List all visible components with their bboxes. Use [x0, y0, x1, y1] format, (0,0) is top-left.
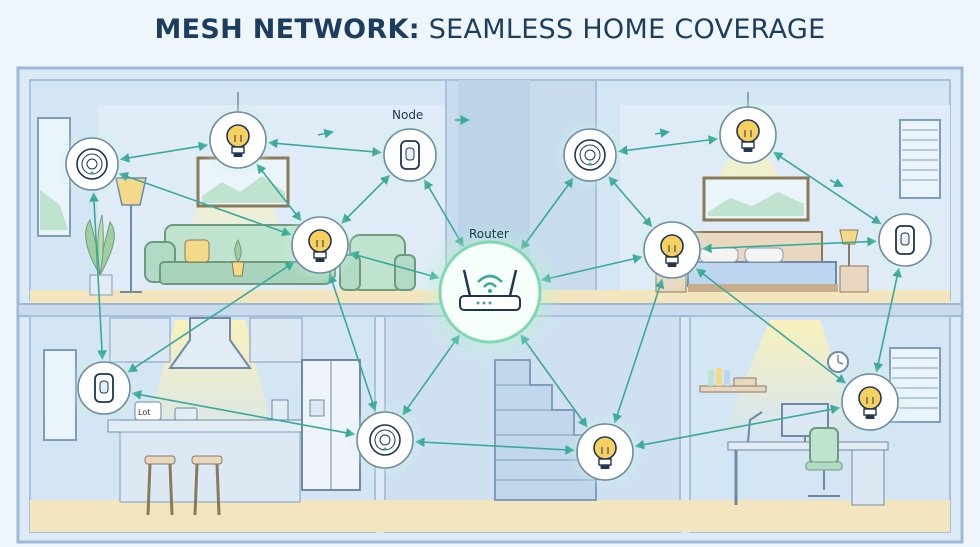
title-bold: MESH NETWORK:: [154, 14, 420, 45]
connection-line: [695, 268, 847, 384]
bulb-icon: [567, 414, 643, 490]
bedroom-window-blinds: [899, 119, 941, 199]
plant: [85, 214, 115, 296]
connection-line: [415, 437, 575, 455]
connection-line: [520, 334, 588, 428]
kitchen-window: [43, 349, 77, 441]
connection-line: [89, 192, 107, 360]
mesh-devices: [56, 97, 941, 490]
bed: [687, 231, 838, 292]
connection-line: [612, 278, 665, 424]
connection-line: [608, 176, 653, 228]
wall-clock: [827, 351, 849, 373]
bulb-icon: [200, 102, 276, 178]
node-icon: [68, 352, 140, 424]
bulb-icon: [710, 97, 786, 173]
connection-line: [118, 172, 292, 237]
connection-line: [119, 141, 209, 163]
smoke-detector-icon: [347, 402, 423, 478]
connection-line: [327, 273, 378, 412]
signal-arrow: [317, 128, 334, 139]
connection-line: [617, 135, 719, 156]
smoke-detector-icon: [554, 119, 626, 191]
connection-line: [341, 174, 391, 224]
smoke-detector-icon: [56, 128, 128, 200]
node-icon: [869, 204, 941, 276]
bulb-icon: [832, 364, 908, 440]
node-label: Node: [392, 108, 423, 122]
signal-arrow: [829, 178, 844, 187]
bar-stools: [144, 455, 223, 516]
connection-line: [131, 390, 356, 438]
ground-floor: [30, 500, 950, 532]
mesh-connections: [89, 115, 902, 455]
page-title: MESH NETWORK: SEAMLESS HOME COVERAGE: [0, 14, 980, 45]
bulb-icon: [282, 207, 358, 283]
connection-line: [702, 236, 877, 254]
signal-arrow: [654, 128, 670, 138]
connection-line: [773, 151, 882, 225]
node-icon: [374, 119, 446, 191]
connection-line: [873, 267, 902, 373]
bulb-icon: [634, 212, 710, 288]
connection-line: [127, 261, 295, 373]
connection-line: [256, 163, 302, 222]
connection-line: [634, 404, 841, 450]
title-rest: SEAMLESS HOME COVERAGE: [419, 14, 826, 45]
kitchen-sign-text: Lot: [138, 408, 150, 417]
bedroom-painting: [702, 176, 810, 222]
router-icon: [418, 220, 562, 364]
router-label: Router: [469, 227, 509, 241]
connection-line: [267, 138, 383, 157]
